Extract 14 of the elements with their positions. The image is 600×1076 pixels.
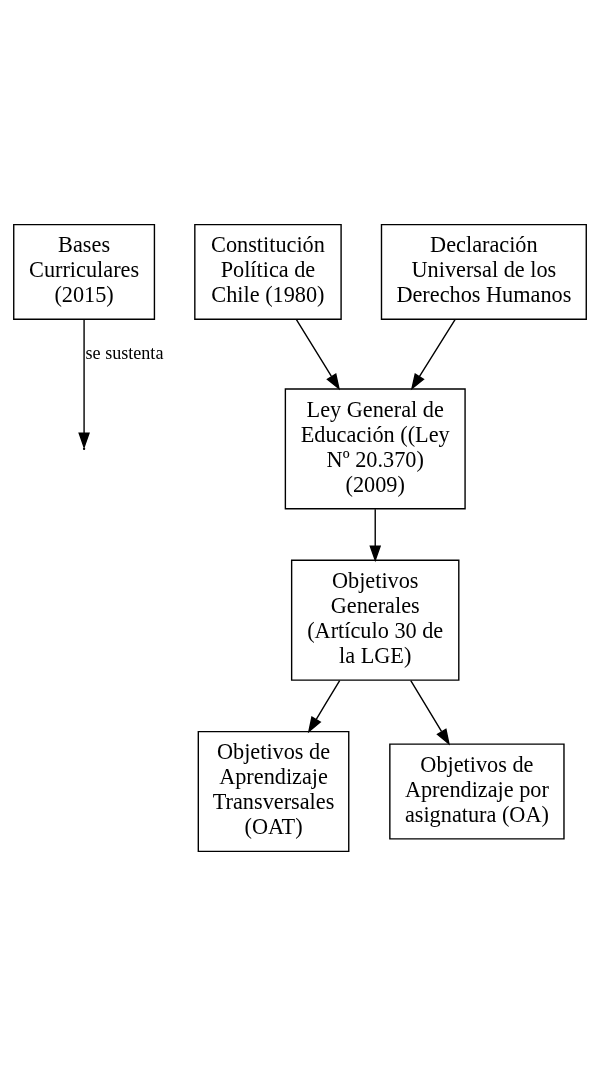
- edge-label: se sustenta: [85, 342, 164, 363]
- node-box: Bases Curriculares (2015): [13, 223, 156, 320]
- node-box: Objetivos Generales (Artículo 30 de la LGE): [290, 559, 460, 681]
- node-box: Objetivos de Aprendizaje por asignatura (OA): [389, 743, 565, 840]
- arrow: [307, 679, 341, 734]
- arrow: [369, 508, 382, 563]
- arrow: [295, 318, 341, 391]
- node-box: Ley General de Educación ((Ley Nº 20.370) (2009): [284, 388, 466, 510]
- arrow: [78, 318, 90, 450]
- arrow: [410, 318, 456, 391]
- node-box: Declaración Universal de los Derechos Humanos: [380, 223, 587, 320]
- node-box: Objetivos de Aprendizaje Transversales (OAT): [197, 730, 350, 853]
- node-box: Constitución Política de Chile (1980): [194, 223, 342, 320]
- arrow: [410, 679, 450, 746]
